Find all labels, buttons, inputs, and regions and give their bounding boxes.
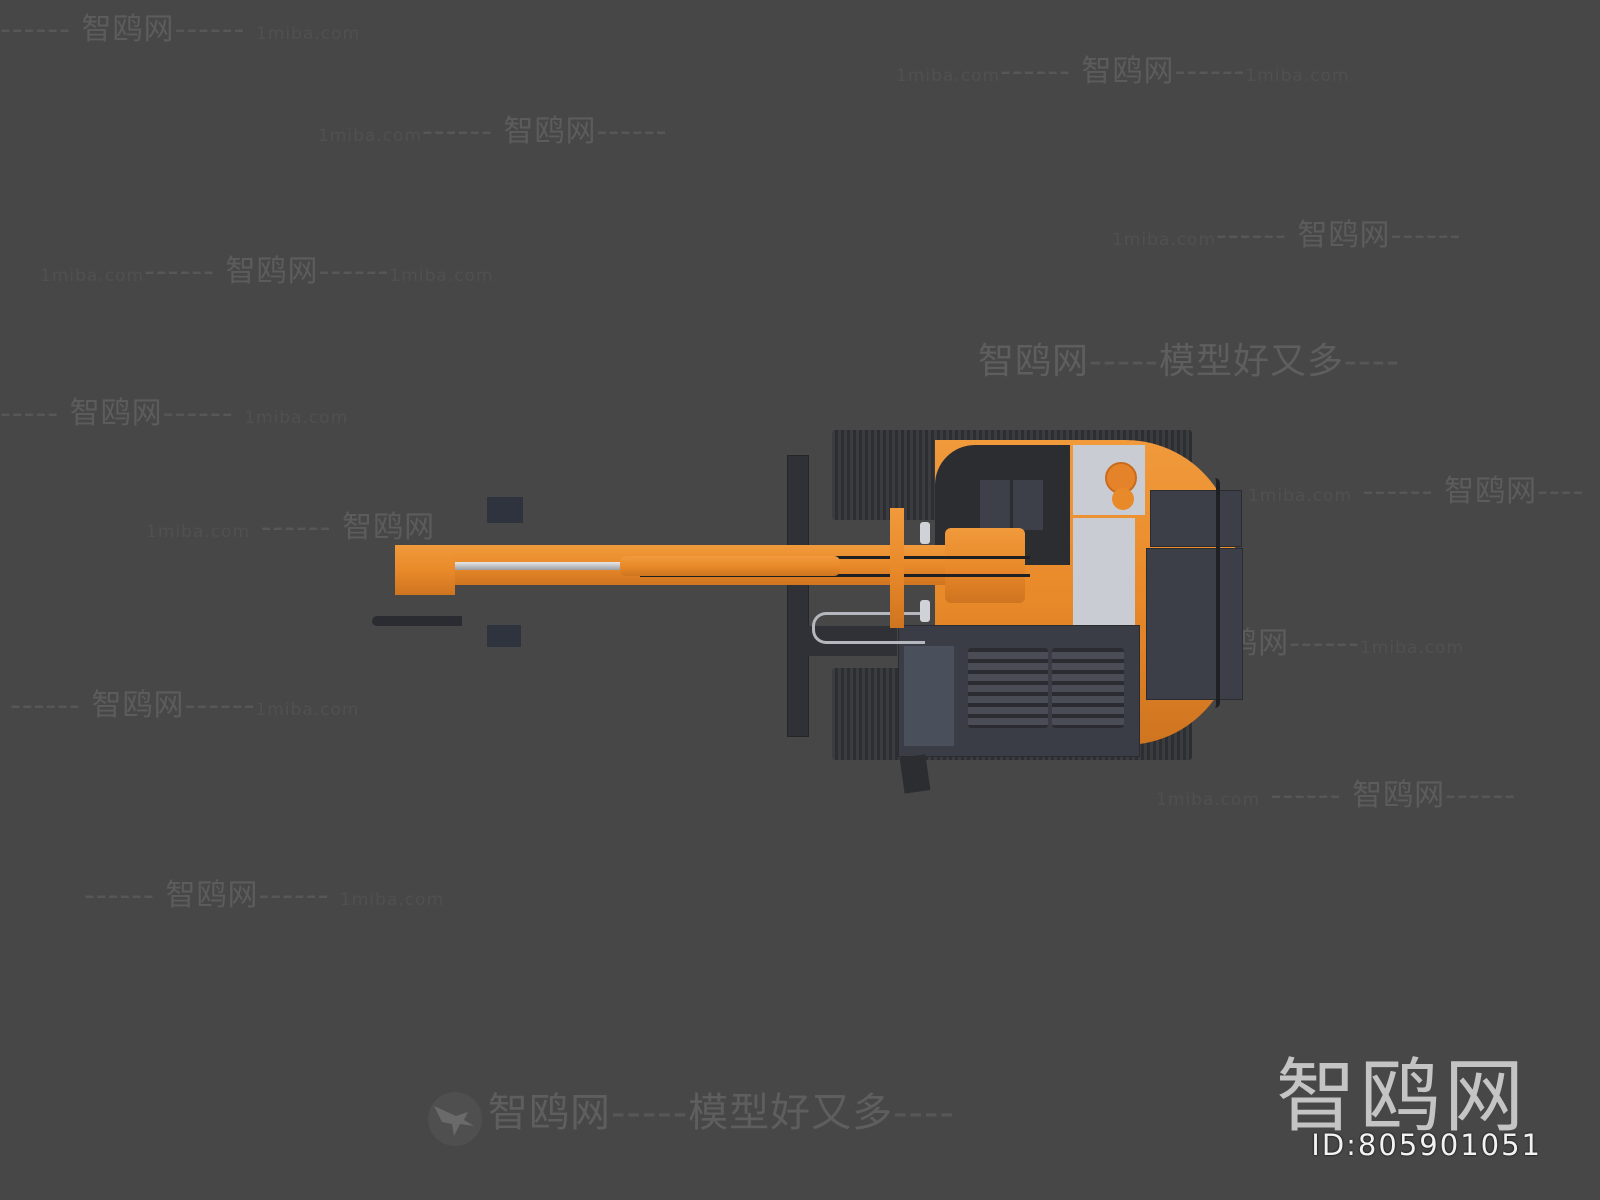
bucket-tooth (372, 616, 462, 626)
cab-vent-right (1052, 648, 1124, 728)
grille-b (1013, 480, 1043, 530)
watermark-row-3: 1miba.com------ 智鸥网------ (318, 106, 667, 150)
watermark-dash: ------ (174, 12, 246, 47)
watermark-url: 1miba.com (244, 408, 349, 428)
watermark-brand: 智鸥网 (1297, 218, 1391, 253)
watermark-url: 1miba.com (255, 700, 360, 720)
watermark-brand: 智鸥网 (165, 878, 259, 913)
watermark-dash: ------ (1000, 54, 1071, 89)
counterweight-panel-mid (1073, 518, 1135, 628)
watermark-dash: ---- (893, 1090, 955, 1136)
hydraulic-hoses (812, 612, 925, 644)
watermark-dash: ----- (0, 396, 60, 431)
watermark-dash: ------ (0, 12, 71, 47)
watermark-dash: ------ (1445, 778, 1517, 813)
watermark-brand: 智鸥网 (91, 688, 185, 723)
watermark-dash: ------ (1390, 218, 1462, 253)
boom-base (945, 528, 1025, 603)
watermark-row-11: 1miba.com ------ 智鸥网------ (1156, 770, 1516, 814)
model-id-label: ID:805901051 (1311, 1128, 1542, 1162)
watermark-slogan-top: 智鸥网-----模型好又多---- (978, 332, 1400, 384)
watermark-dash: ----- (611, 1090, 689, 1136)
watermark-dash: ------ (318, 254, 390, 289)
toolbox (1150, 490, 1242, 547)
watermark-dash: ------ (1174, 54, 1246, 89)
cab-vent-left (968, 648, 1048, 728)
watermark-row-12: ------ 智鸥网------ 1miba.com (84, 870, 444, 914)
watermark-row-4: 1miba.com------ 智鸥网------ (1112, 210, 1461, 254)
pin-top (920, 522, 930, 544)
watermark-brand: 智鸥网 (342, 510, 436, 545)
watermark-dash: ------ (1270, 778, 1342, 813)
watermark-row-10: ------ 智鸥网------1miba.com (10, 680, 359, 724)
watermark-dash: ------ (144, 254, 215, 289)
watermark-url: 1miba.com (896, 66, 1001, 86)
rear-handrail (1210, 478, 1220, 708)
watermark-row-8: 1miba.com ------ 智鸥网---- (1248, 466, 1584, 510)
grille-a (980, 480, 1010, 530)
watermark-brand: 智鸥网 (1352, 778, 1446, 813)
seagull-icon-svg (434, 1106, 474, 1136)
watermark-url: 1miba.com (1112, 230, 1217, 250)
cab-window (904, 646, 954, 746)
watermark-dash: ------ (422, 114, 493, 149)
watermark-brand: 智鸥网 (1444, 474, 1538, 509)
attachment-block-top (487, 497, 523, 523)
seagull-icon (428, 1092, 482, 1146)
watermark-brand: 智鸥网 (69, 396, 163, 431)
watermark-dash: ------ (162, 396, 234, 431)
watermark-url: 1miba.com (256, 24, 361, 44)
fuel-cap-icon (1105, 462, 1137, 494)
boom-cross-bar (890, 508, 904, 628)
pin-bottom (920, 600, 930, 622)
watermark-row-1: ------ 智鸥网------ 1miba.com (0, 4, 360, 48)
watermark-row-6: ----- 智鸥网------ 1miba.com (0, 388, 348, 432)
watermark-slogan-bottom: 智鸥网-----模型好又多---- (488, 1080, 955, 1138)
watermark-row-5: 1miba.com------ 智鸥网------1miba.com (40, 246, 494, 290)
watermark-dash: ------ (260, 510, 332, 545)
tank-cap-icon (1112, 488, 1134, 510)
watermark-url: 1miba.com (40, 266, 145, 286)
watermark-dash: ------ (1216, 218, 1287, 253)
watermark-dash: ---- (1537, 474, 1585, 509)
hydraulic-rod (445, 562, 625, 570)
brand-logo: 智鸥网 (1276, 1050, 1528, 1143)
watermark-dash: ------ (1289, 626, 1361, 661)
watermark-brand: 智鸥网 (1081, 54, 1175, 89)
watermark-url: 1miba.com (340, 890, 445, 910)
watermark-brand: 智鸥网 (503, 114, 597, 149)
watermark-url: 1miba.com (1156, 790, 1261, 810)
watermark-dash: ------ (184, 688, 256, 723)
watermark-dash: ------ (258, 878, 330, 913)
watermark-slogan: 模型好又多 (1158, 341, 1344, 382)
watermark-dash: ------ (596, 114, 668, 149)
side-mirror (899, 754, 931, 794)
bucket-link (395, 545, 455, 595)
watermark-dash: ------ (84, 878, 155, 913)
hydraulic-tank (1146, 548, 1243, 700)
watermark-row-2: 1miba.com------ 智鸥网------1miba.com (896, 46, 1350, 90)
watermark-dash: ---- (1343, 341, 1400, 382)
watermark-url: 1miba.com (318, 126, 423, 146)
watermark-url: 1miba.com (1245, 66, 1350, 86)
watermark-row-7: 1miba.com ------ 智鸥网 (146, 502, 435, 546)
watermark-dash: ----- (1089, 341, 1159, 382)
watermark-url: 1miba.com (146, 522, 251, 542)
dozer-blade (787, 455, 809, 737)
watermark-slogan: 模型好又多 (688, 1090, 894, 1136)
watermark-brand: 智鸥网 (978, 341, 1090, 382)
watermark-url: 1miba.com (1248, 486, 1353, 506)
attachment-block-bottom (487, 625, 521, 647)
watermark-dash: ------ (1362, 474, 1434, 509)
watermark-url: 1miba.com (1360, 638, 1465, 658)
watermark-url: 1miba.com (389, 266, 494, 286)
watermark-brand: 智鸥网 (225, 254, 319, 289)
watermark-brand: 智鸥网 (81, 12, 175, 47)
watermark-dash: ------ (10, 688, 81, 723)
watermark-brand: 智鸥网 (488, 1090, 611, 1136)
hydraulic-cylinder (620, 556, 840, 576)
